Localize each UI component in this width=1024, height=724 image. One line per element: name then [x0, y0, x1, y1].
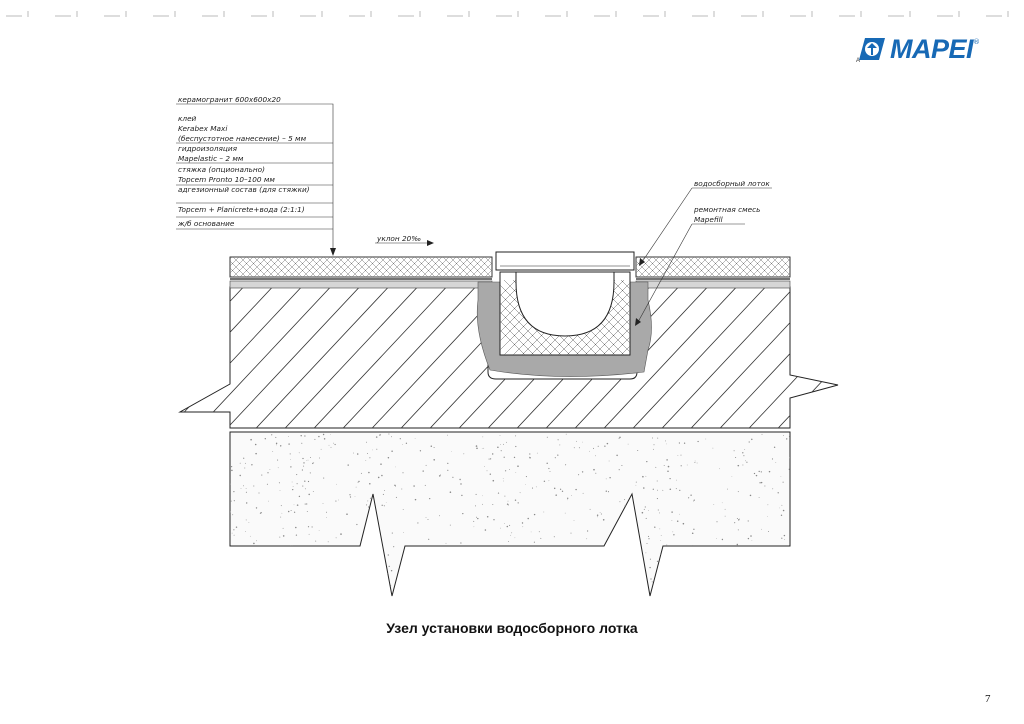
label-screed-product: Topcem Pronto 10–100 мм — [178, 175, 275, 184]
label-tile: керамогранит 600х600х20 — [178, 95, 281, 104]
label-screed: стяжка (опционально) — [178, 165, 265, 174]
screed-layer-right — [635, 280, 791, 289]
brand-name: MAPEI — [890, 33, 974, 64]
label-adhesive: клей — [178, 114, 197, 123]
layer-label-table — [176, 103, 334, 252]
label-repair-product: Mapefill — [694, 215, 723, 224]
border-dash-pattern — [6, 11, 1009, 17]
figure-caption: Узел установки водосборного лотка — [386, 620, 638, 636]
mapei-emblem-icon — [859, 38, 885, 60]
label-waterproofing: гидроизоляция — [178, 144, 238, 153]
mapei-logo: MAPEI ® — [858, 32, 1008, 66]
soil-base — [229, 431, 791, 597]
channel-grate — [495, 251, 635, 271]
logo-prefix-mark: A — [856, 58, 861, 64]
label-bonding-mix: Topcem + Planicrete+вода (2:1:1) — [178, 205, 305, 214]
label-adhesive-application: (беспустотное нанесение) – 5 мм — [178, 134, 307, 143]
tile-layer-left — [229, 256, 493, 278]
page-number: 7 — [985, 693, 991, 705]
label-waterproofing-product: Mapelastic – 2 мм — [178, 154, 244, 163]
channel-trough — [515, 271, 615, 337]
label-drainage-channel: водосборный лоток — [694, 179, 770, 188]
tile-layer-right — [635, 256, 791, 278]
reinforced-concrete-slab — [178, 286, 839, 429]
registered-mark: ® — [973, 38, 981, 46]
label-bonding: адгезионный состав (для стяжки) — [178, 185, 310, 194]
label-adhesive-product: Kerabex Maxi — [178, 124, 227, 133]
screed-layer-left — [229, 280, 493, 289]
label-slope: уклон 20‰ — [376, 234, 421, 243]
label-repair-mortar: ремонтная смесь — [693, 205, 760, 214]
cross-section-diagram: керамогранит 600х600х20 клей Kerabex Max… — [176, 95, 839, 597]
label-concrete-base: ж/б основание — [177, 219, 235, 228]
